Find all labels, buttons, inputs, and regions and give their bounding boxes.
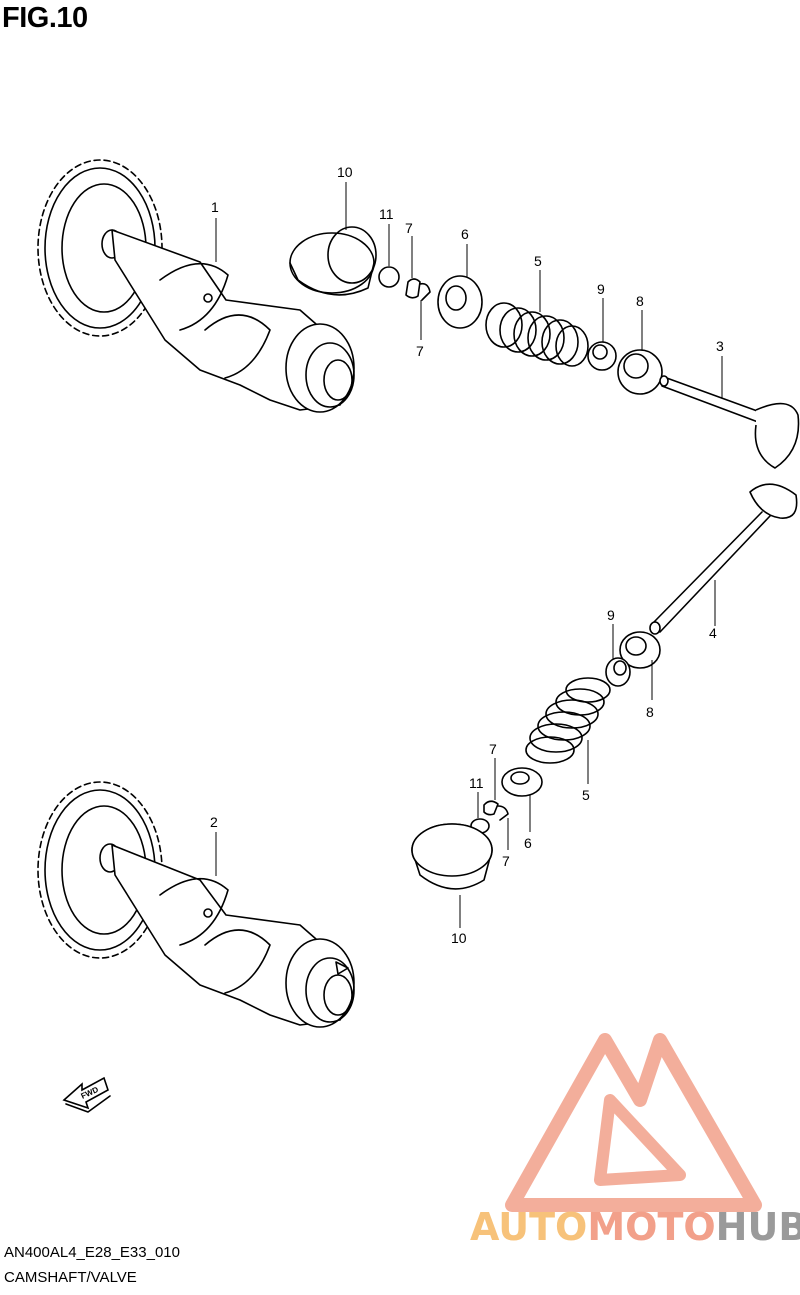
callout-7-d: 7 [502,853,510,869]
cotter-7-top [405,278,431,301]
oil-seal-9-top [587,341,617,371]
callout-7-c: 7 [489,741,497,757]
callout-10-bottom: 10 [451,930,467,946]
callout-11-top: 11 [379,206,394,222]
watermark-part-hub: HUB [715,1205,800,1249]
retainer-6-top [437,275,483,329]
tappet-10-top [289,226,377,296]
callout-9-bottom: 9 [607,607,615,623]
watermark-part-moto: MOTO [587,1205,716,1249]
camshaft-2 [37,781,355,1028]
callout-6-top: 6 [461,226,469,242]
shim-11-top [378,266,400,288]
callout-8-bottom: 8 [646,704,654,720]
camshaft-1 [37,159,355,413]
callout-1: 1 [211,199,219,215]
callout-3: 3 [716,338,724,354]
callout-6-bottom: 6 [524,835,532,851]
tappet-10-bottom [411,823,493,890]
spring-seat-8-top [617,349,663,395]
watermark-logo [505,1033,762,1212]
retainer-6-bottom [501,767,543,797]
callout-7-a: 7 [405,220,413,236]
spring-5-bottom [525,677,611,764]
callout-2: 2 [210,814,218,830]
callout-7-b: 7 [416,343,424,359]
callout-5-bottom: 5 [582,787,590,803]
watermark-text: AUTOMOTOHUB [470,1205,800,1249]
valve-4 [649,483,798,635]
valve-3 [659,375,800,469]
callout-10-top: 10 [337,164,353,180]
callout-4: 4 [709,625,717,641]
callout-11-bottom: 11 [469,775,484,791]
spring-5-top [485,302,589,367]
figure-code: AN400AL4_E28_E33_010 [4,1244,180,1261]
callout-9-top: 9 [597,281,605,297]
callout-5-top: 5 [534,253,542,269]
section-title: CAMSHAFT/VALVE [4,1269,137,1286]
figure-title: FIG.10 [2,2,88,34]
cotter-7-bottom [483,800,509,821]
fwd-arrow: FWD [62,1076,111,1113]
spring-seat-8-bottom [619,631,661,669]
callout-8-top: 8 [636,293,644,309]
watermark-part-auto: AUTO [470,1205,588,1249]
oil-seal-9-bottom [605,657,631,687]
